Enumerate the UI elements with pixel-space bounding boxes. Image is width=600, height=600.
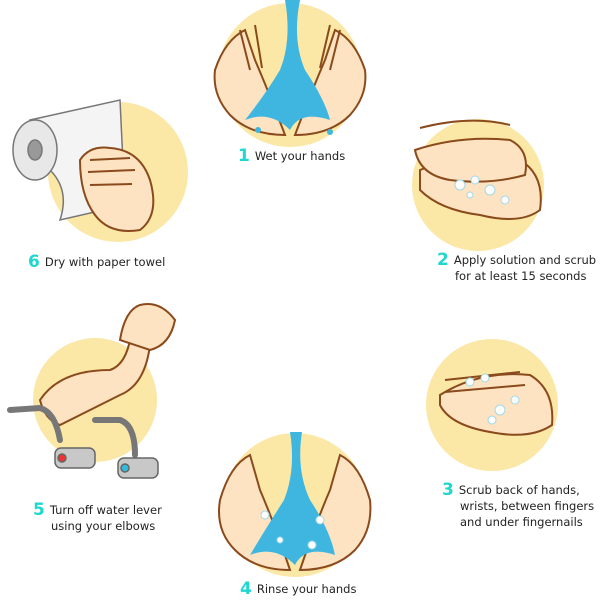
step-number: 2 [437, 250, 449, 270]
elbow-arm-icon [38, 303, 177, 427]
rinse-water-icon [250, 432, 335, 565]
water-lever-icon [7, 404, 138, 458]
scrub-palms-icon [413, 119, 542, 220]
step-number: 3 [442, 480, 454, 500]
step-number: 1 [238, 146, 250, 166]
step-number: 4 [240, 579, 252, 599]
drying-hand-icon [78, 146, 155, 232]
step-number: 5 [33, 500, 45, 520]
water-stream-icon [245, 0, 333, 135]
step-number: 6 [28, 252, 40, 272]
soap-bubbles-icon [454, 175, 510, 205]
